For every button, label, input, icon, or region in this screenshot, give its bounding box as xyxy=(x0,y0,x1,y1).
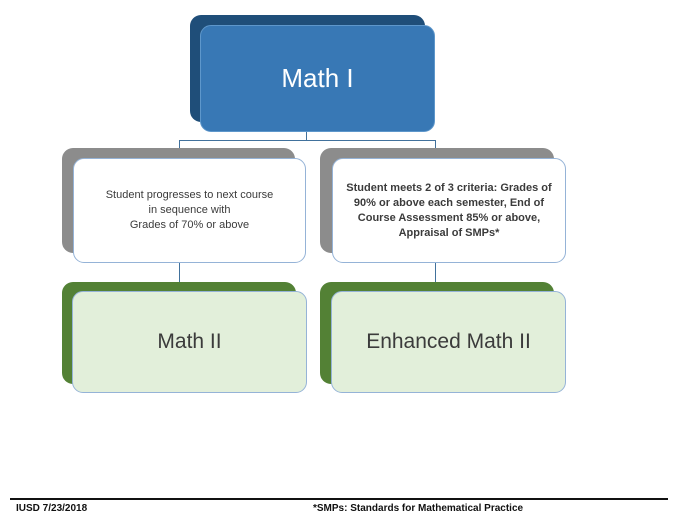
connector-left-drop xyxy=(179,141,180,149)
criteria-left-box: Student progresses to next course in seq… xyxy=(73,158,306,263)
connector-root-stub xyxy=(306,132,307,141)
criteria-right-box: Student meets 2 of 3 criteria: Grades of… xyxy=(332,158,566,263)
criteria-left-line: Student progresses to next course xyxy=(105,189,274,201)
connector-right-to-result xyxy=(435,263,436,284)
criteria-right-line: Student meets 2 of 3 criteria: Grades of xyxy=(346,181,552,194)
math1-label: Math I xyxy=(281,63,354,93)
enhanced-math2-node: Enhanced Math II xyxy=(331,291,566,393)
criteria-right-line: Appraisal of SMPs* xyxy=(398,226,500,239)
footer-divider xyxy=(10,498,668,500)
math2-label: Math II xyxy=(157,330,222,353)
footer-date: IUSD 7/23/2018 xyxy=(16,503,88,514)
math2-node: Math II xyxy=(72,291,307,393)
criteria-right-line: Course Assessment 85% or above, xyxy=(357,211,541,224)
criteria-left-line: in sequence with xyxy=(148,204,231,216)
connector-left-to-result xyxy=(179,263,180,284)
connector-horizontal-bar xyxy=(179,140,436,141)
math1-node: Math I xyxy=(200,25,435,132)
enhanced-math2-label: Enhanced Math II xyxy=(366,330,531,353)
connector-right-drop xyxy=(435,141,436,149)
criteria-right-line: 90% or above each semester, End of xyxy=(353,196,545,209)
criteria-left-line: Grades of 70% or above xyxy=(129,219,250,231)
footer-smps-note: *SMPs: Standards for Mathematical Practi… xyxy=(313,503,524,514)
